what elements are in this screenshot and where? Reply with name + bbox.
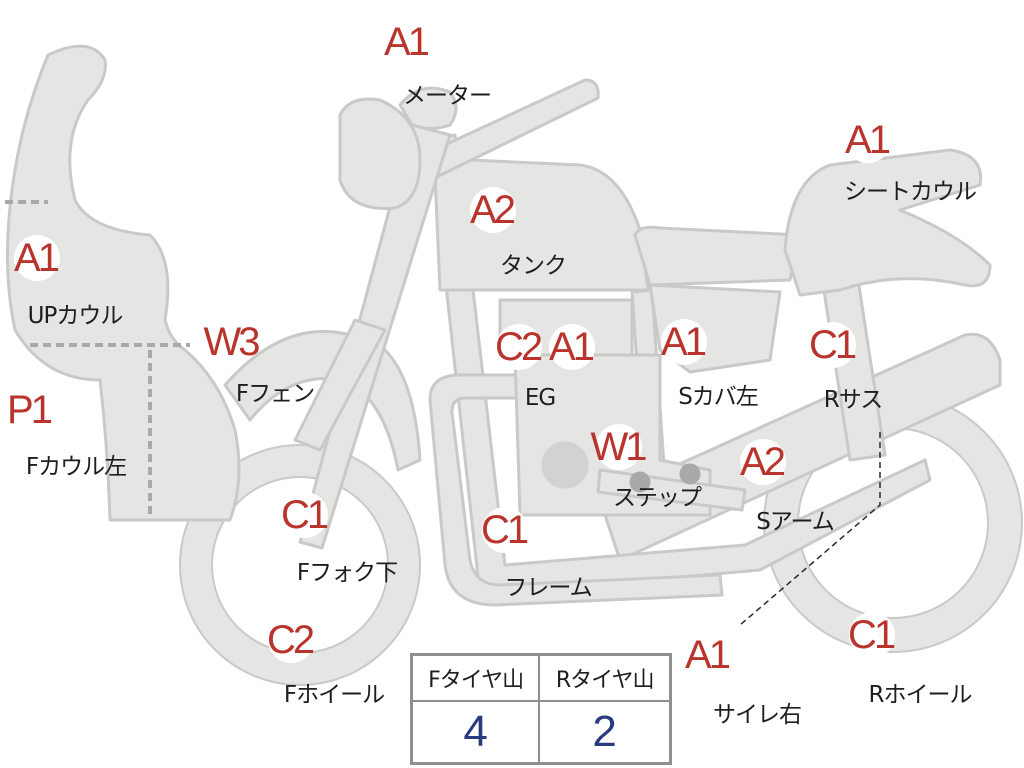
seat-cowl-grade: A1 [845, 117, 891, 163]
f-wheel-grade: C2 [266, 617, 315, 663]
r-tire-tread-header: Rタイヤ山 [538, 653, 672, 702]
eg-label: EG [524, 385, 556, 411]
step-label: ステップ [613, 485, 702, 511]
r-wheel-label: Rホイール [868, 682, 973, 708]
f-cowl-left-grade: P1 [7, 387, 53, 433]
s-arm-label: Sアーム [756, 509, 835, 535]
f-fork-lower-label: Fフォク下 [296, 560, 398, 586]
f-cowl-left-label: Fカウル左 [25, 454, 127, 480]
eg-grade-2: A1 [549, 324, 595, 370]
meter-grade: A1 [384, 19, 430, 65]
f-fender-label: Fフェン [235, 381, 315, 407]
front-wheel-shape [180, 445, 420, 685]
tank-label: タンク [500, 253, 567, 279]
frame-label: フレーム [504, 575, 592, 601]
s-cover-left-label: Sカバ左 [678, 384, 759, 410]
eg-grade-1: C2 [494, 324, 543, 370]
f-tire-tread-value: 4 [410, 700, 541, 765]
silencer-right-label: サイレ右 [713, 702, 802, 728]
upper-cowl-shape [6, 44, 241, 522]
up-cowl-grade: A1 [14, 235, 60, 281]
seat-cowl-label: シートカウル [844, 179, 977, 205]
up-cowl-label: UPカウル [27, 303, 124, 329]
f-wheel-label: Fホイール [283, 682, 385, 708]
seat-cowl-shape [783, 148, 992, 297]
f-tire-tread-header: Fタイヤ山 [410, 653, 541, 702]
silencer-right-grade: A1 [685, 632, 731, 678]
frame-grade: C1 [480, 507, 529, 553]
r-wheel-grade: C1 [847, 612, 896, 658]
meter-label: メーター [403, 83, 492, 109]
r-sus-label: Rサス [823, 387, 884, 413]
headlight-shape [338, 97, 422, 210]
r-tire-tread-value: 2 [538, 700, 672, 765]
f-fork-lower-grade: C1 [280, 492, 329, 538]
s-arm-grade: A2 [740, 439, 786, 485]
tank-grade: A2 [470, 187, 516, 233]
tire-tread-table: Fタイヤ山 Rタイヤ山 4 2 [410, 653, 672, 765]
r-sus-grade: C1 [808, 322, 857, 368]
f-fender-grade: W3 [203, 319, 261, 365]
step-grade: W1 [590, 424, 648, 470]
s-cover-left-grade: A1 [661, 319, 707, 365]
